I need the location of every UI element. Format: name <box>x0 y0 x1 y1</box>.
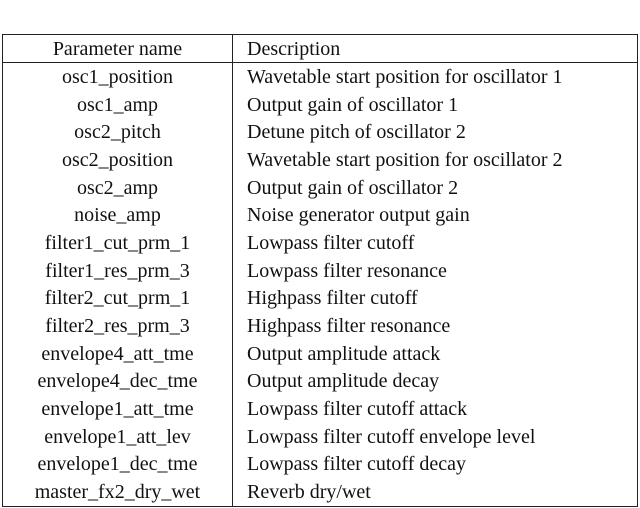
parameter-name-cell: envelope4_dec_tme <box>2 367 233 396</box>
parameter-name-cell: osc2_position <box>2 146 233 174</box>
description-cell: Reverb dry/wet <box>232 478 638 508</box>
parameter-name-cell: osc1_amp <box>2 90 233 119</box>
parameter-name-cell: osc2_pitch <box>2 118 233 147</box>
description-cell: Lowpass filter cutoff decay <box>232 450 638 479</box>
parameter-name-cell: envelope1_att_lev <box>2 422 233 451</box>
header-description: Description <box>232 34 638 63</box>
description-cell: Output amplitude attack <box>232 339 638 368</box>
description-cell: Wavetable start position for oscillator … <box>232 62 638 91</box>
parameter-name-cell: filter1_cut_prm_1 <box>2 229 233 257</box>
parameter-name-cell: envelope1_dec_tme <box>2 450 233 479</box>
description-cell: Output amplitude decay <box>232 367 638 396</box>
description-cell: Lowpass filter resonance <box>232 256 638 285</box>
description-cell: Highpass filter cutoff <box>232 284 638 313</box>
description-cell: Highpass filter resonance <box>232 312 638 340</box>
description-cell: Wavetable start position for oscillator … <box>232 146 638 174</box>
parameter-name-cell: envelope4_att_tme <box>2 339 233 368</box>
description-cell: Noise generator output gain <box>232 201 638 230</box>
parameter-name-cell: filter2_res_prm_3 <box>2 312 233 340</box>
description-cell: Detune pitch of oscillator 2 <box>232 118 638 147</box>
parameter-name-cell: envelope1_att_tme <box>2 395 233 423</box>
parameter-name-cell: filter2_cut_prm_1 <box>2 284 233 313</box>
parameter-table: Parameter name Description osc1_position… <box>2 34 638 508</box>
parameter-name-cell: master_fx2_dry_wet <box>2 478 233 508</box>
description-cell: Output gain of oscillator 1 <box>232 90 638 119</box>
description-cell: Output gain of oscillator 2 <box>232 173 638 202</box>
description-cell: Lowpass filter cutoff envelope level <box>232 422 638 451</box>
description-cell: Lowpass filter cutoff <box>232 229 638 257</box>
header-parameter-name: Parameter name <box>2 34 233 63</box>
parameter-name-cell: noise_amp <box>2 201 233 230</box>
header-row: Parameter name Description <box>2 34 638 63</box>
parameter-name-cell: osc1_position <box>2 62 233 91</box>
description-cell: Lowpass filter cutoff attack <box>232 395 638 423</box>
parameter-name-cell: osc2_amp <box>2 173 233 202</box>
parameter-name-cell: filter1_res_prm_3 <box>2 256 233 285</box>
